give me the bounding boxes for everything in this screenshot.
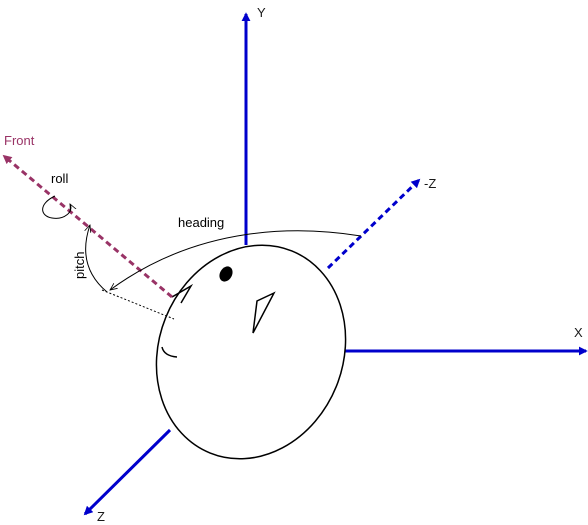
roll-label: roll bbox=[51, 171, 68, 186]
neg-z-axis-line bbox=[326, 178, 421, 270]
pitch-label: pitch bbox=[72, 252, 87, 279]
head-ellipse bbox=[155, 244, 347, 460]
eye bbox=[219, 266, 233, 282]
front-direction-line bbox=[2, 154, 173, 299]
nose bbox=[252, 291, 276, 334]
pitch-arc bbox=[86, 225, 108, 293]
z-axis-label: Z bbox=[97, 509, 105, 524]
front-label: Front bbox=[4, 133, 35, 148]
roll-loop bbox=[42, 195, 71, 219]
y-axis-label: Y bbox=[257, 5, 266, 20]
heading-arc bbox=[110, 230, 362, 290]
x-axis-label: X bbox=[574, 325, 583, 340]
mouth bbox=[161, 346, 178, 358]
pitch-reference-line bbox=[101, 289, 175, 320]
neg-z-axis-label: -Z bbox=[424, 176, 436, 191]
front-ear bbox=[171, 283, 194, 304]
z-axis-line bbox=[83, 428, 172, 516]
heading-label: heading bbox=[178, 215, 224, 230]
